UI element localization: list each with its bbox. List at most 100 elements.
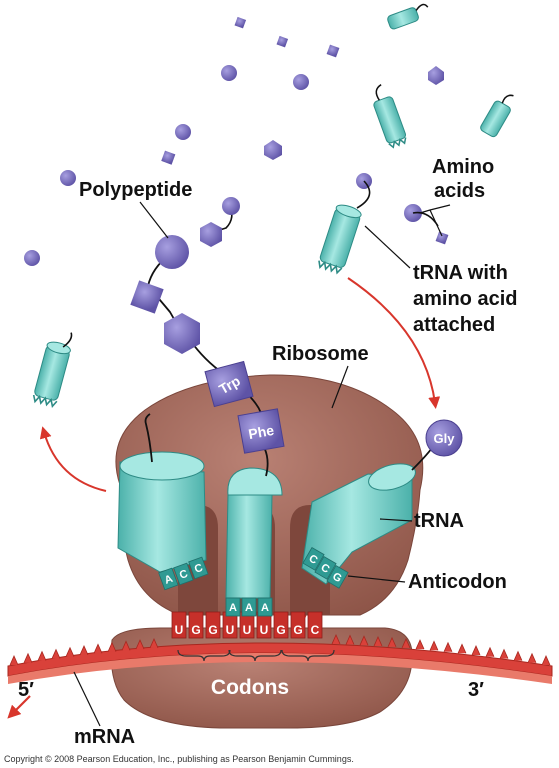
free-trna-top-right	[387, 3, 429, 30]
mrna-backbone-tooth	[415, 639, 425, 650]
mrna-backbone-tooth	[373, 636, 383, 647]
mrna-backbone-tooth	[135, 639, 145, 650]
mrna-label: mRNA	[74, 726, 135, 748]
codon-base-box	[290, 611, 306, 639]
amino-acid-hexagon	[164, 313, 200, 354]
anticodon-letter: C	[193, 562, 205, 576]
trna-a-site: CCG	[301, 447, 433, 589]
amino-acid-hexagon	[264, 140, 282, 160]
exiting-trna-arrow	[39, 426, 107, 492]
anticodon-letter: C	[178, 568, 190, 582]
amino-acid-diamond	[435, 231, 449, 245]
polypeptide-label: Polypeptide	[79, 179, 192, 201]
amino-acid-hexagon	[428, 66, 444, 85]
codon-base-box	[205, 611, 221, 639]
trna-leader	[379, 518, 413, 522]
anticodon-leader	[347, 575, 406, 583]
mrna-backbone-tooth	[359, 635, 369, 646]
mrna-backbone-tooth	[23, 652, 33, 663]
anticodon-letter: A	[163, 573, 175, 587]
mrna-backbone-tooth	[345, 634, 355, 645]
anticodon-base: C	[302, 547, 325, 571]
amino-acids-label-line2: acids	[434, 180, 485, 202]
free-trna-upper-middle	[373, 84, 407, 149]
incoming-trna-arrow	[347, 277, 441, 409]
mrna-backbone-tooth	[499, 648, 509, 659]
codon-base-box	[307, 611, 323, 639]
anticodon-base: A	[158, 567, 179, 591]
codon-base-letter: G	[293, 623, 302, 637]
codon-base-letter: G	[276, 623, 285, 637]
phe-amino-acid: Phe	[237, 408, 285, 454]
mrna-backbone-tooth	[65, 646, 75, 657]
mrna-backbone-tooth	[9, 655, 19, 666]
codon-base-letter: U	[226, 623, 235, 637]
codon-base-letter: U	[175, 623, 184, 637]
mrna-backbone-tooth	[387, 636, 397, 648]
mrna-backbone-tooth	[79, 644, 89, 656]
mrna-backbone-tooth	[541, 655, 551, 666]
mrna-backbone-tooth	[37, 650, 47, 661]
phe-label: Phe	[247, 422, 275, 442]
anticodon-base: A	[241, 597, 257, 617]
polypeptide-chain: Trp Phe	[130, 197, 285, 454]
anticodon-letter: A	[261, 602, 269, 614]
free-trna-left	[32, 332, 73, 408]
mrna-backbone-tooth	[513, 650, 523, 661]
codon-base-letter: U	[260, 623, 269, 637]
three-prime-label: 3′	[468, 679, 484, 701]
amino-acid-diamond	[234, 16, 247, 29]
mrna-backbone-tooth	[457, 643, 467, 654]
free-amino-acids	[24, 16, 449, 266]
codon-base-letter: G	[208, 623, 217, 637]
codon-base-letter: U	[243, 623, 252, 637]
trna-aa-label-line1: tRNA with	[413, 262, 508, 284]
codon-braces	[177, 649, 335, 662]
trna-with-amino-acid	[318, 180, 371, 275]
amino-acid-hexagon	[200, 222, 222, 247]
amino-acid-sphere	[293, 74, 309, 90]
anticodon-label: Anticodon	[408, 571, 507, 593]
polypeptide-leader	[139, 201, 169, 239]
amino-acid-diamond	[161, 150, 176, 165]
mrna-direction-arrow	[7, 695, 31, 719]
amino-acid-sphere	[24, 250, 40, 266]
mrna-backbone-tooth	[429, 640, 439, 651]
five-prime-label: 5′	[18, 679, 34, 701]
mrna-backbone-tooth	[149, 637, 159, 649]
anticodon-base: A	[257, 597, 273, 617]
trp-amino-acid: Trp	[204, 360, 254, 408]
anticodon-letter: A	[245, 602, 253, 614]
mrna-backbone-tooth	[51, 648, 61, 659]
codon-base-letter: C	[311, 623, 320, 637]
trna-aa-label-line2: amino acid	[413, 288, 517, 310]
codon-base-box	[188, 611, 204, 639]
amino-acids-label-line1: Amino	[432, 156, 494, 178]
mrna-backbone-tooth	[527, 652, 537, 663]
mrna-backbone-tooth	[93, 643, 103, 654]
anticodon-base: C	[188, 556, 209, 580]
mrna-backbone-tooth	[107, 641, 117, 652]
mrna-backbone-tooth	[401, 637, 411, 649]
copyright-text: Copyright © 2008 Pearson Education, Inc.…	[4, 754, 354, 764]
mrna-backbone-tooth	[443, 641, 453, 652]
amino-acid-diamond	[326, 44, 340, 58]
amino-acid-sphere	[155, 235, 189, 269]
trna-label: tRNA	[414, 510, 464, 532]
mrna-strand	[7, 633, 553, 684]
free-trna-right	[480, 94, 514, 138]
mrna-bases-backbone	[9, 633, 551, 666]
gly-label: Gly	[434, 431, 456, 446]
anticodon-base: G	[326, 565, 349, 589]
mrna-backbone-tooth	[471, 644, 481, 656]
amino-acid-sphere	[175, 124, 191, 140]
anticodon-letter: A	[229, 602, 237, 614]
anticodon-base: C	[314, 556, 337, 580]
amino-acid-diamond	[130, 280, 164, 314]
amino-acid-sphere	[222, 197, 240, 215]
